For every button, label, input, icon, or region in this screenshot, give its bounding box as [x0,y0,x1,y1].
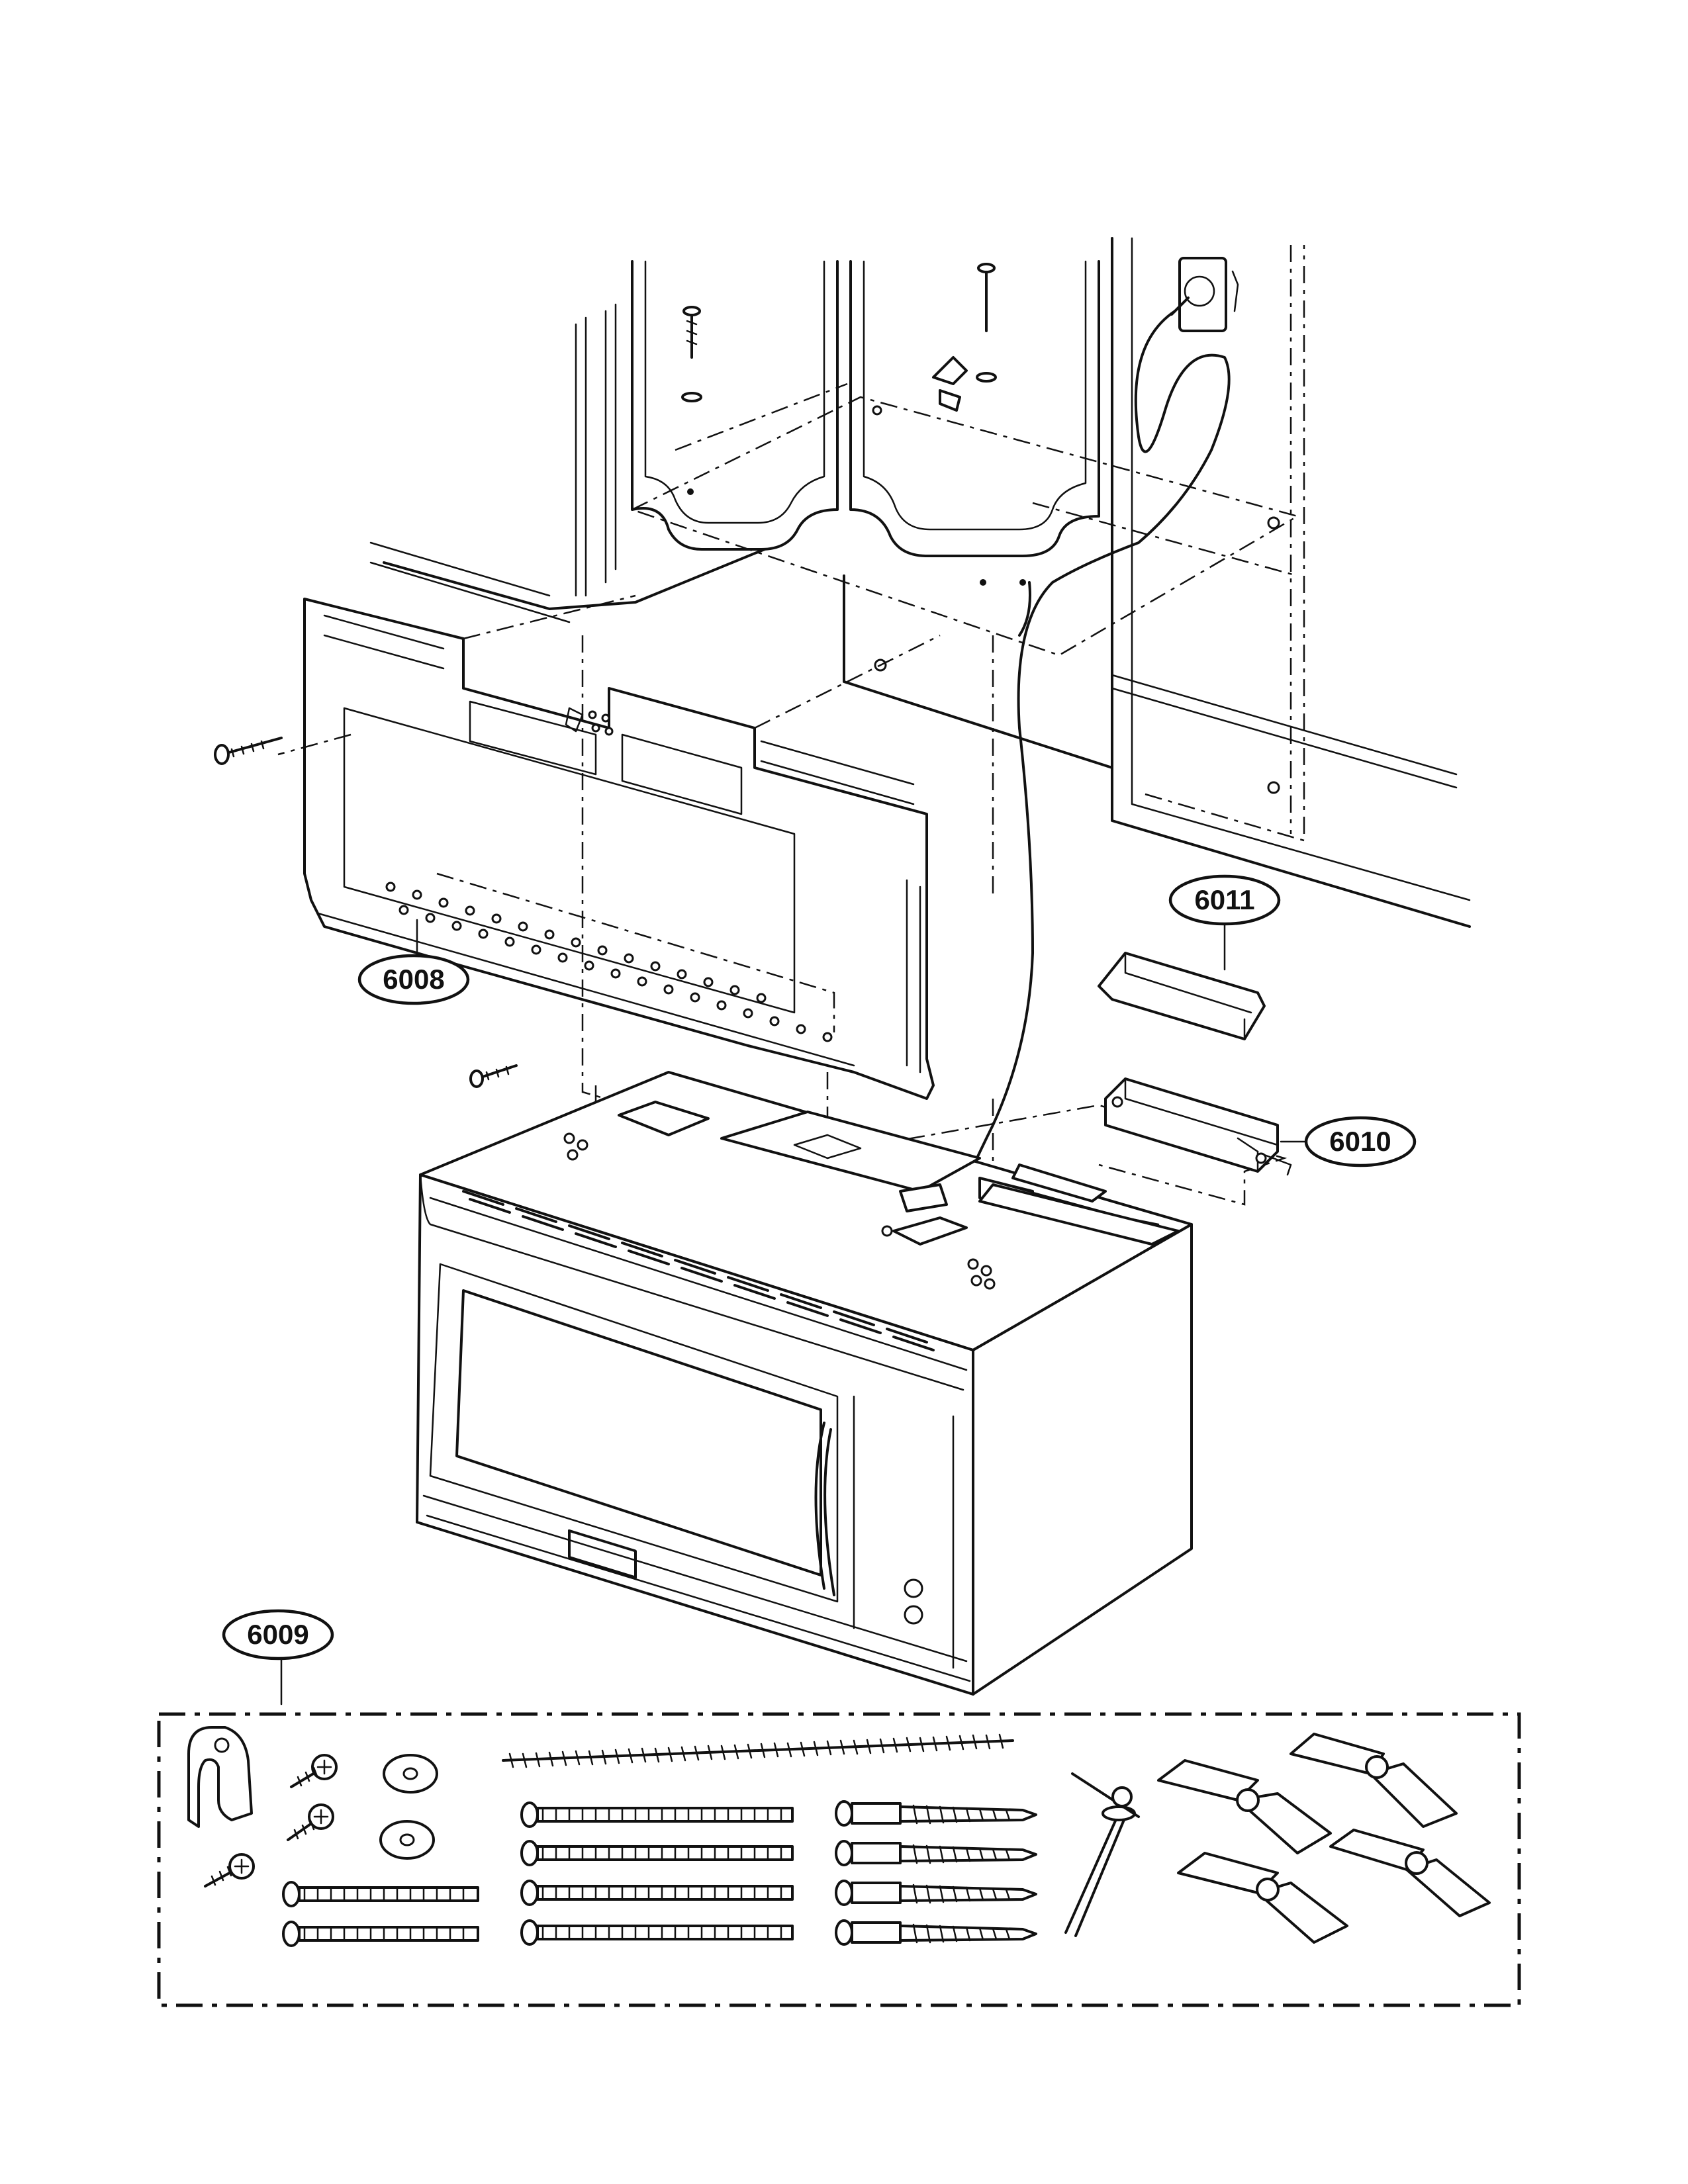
washer-icon [379,1820,435,1860]
power-cord [952,310,1231,1212]
callout-6009: 6009 [222,1609,334,1706]
bolt-icon [520,1801,794,1828]
top-screw-left [681,306,702,402]
bolt-icon [520,1880,794,1906]
wood-screw-icon [835,1800,1037,1827]
washer-icon [383,1754,438,1794]
bolt-icon [282,1881,479,1907]
bolt-icon [520,1840,794,1866]
hardware-kit [187,1726,1491,1947]
part-6010-box [1104,1077,1292,1176]
callout-6009-label: 6009 [247,1619,308,1650]
wood-screw-icon [835,1919,1037,1946]
vent-slots [462,1190,935,1351]
toggle-wing-top [932,356,968,412]
wing-anchor-icon [1289,1733,1458,1828]
bolt-icon [520,1919,794,1946]
microwave-oven [416,1071,1193,1696]
alignment-lines [277,594,1288,1206]
callout-6008: 6008 [357,919,470,1005]
threaded-rod-icon [502,1733,1014,1768]
plate-hole-grid [385,710,833,1042]
part-6011-cover [1098,952,1266,1040]
top-bolt-right [976,263,997,383]
plate-screw-left [214,737,283,765]
wall-cabinets [369,237,1471,928]
bolt-icon [282,1921,479,1947]
toggle-bolt-icon [1064,1772,1140,1937]
callout-6010: 6010 [1280,1116,1417,1167]
plate-screw-bottom [469,1064,518,1088]
callout-6010-label: 6010 [1329,1126,1391,1157]
wing-anchor-icon [1157,1759,1332,1854]
wing-anchor-icon [1177,1852,1348,1944]
screw-icon [287,1803,334,1841]
wall-outlet [1170,257,1239,332]
callout-6008-label: 6008 [383,964,444,995]
hardware-kit-border [157,1712,1521,2007]
mounting-plate [303,598,935,1100]
callout-6011-label: 6011 [1194,884,1254,915]
cable-clamp-icon [187,1726,253,1828]
callout-6011: 6011 [1168,874,1281,971]
screw-icon [290,1754,338,1788]
wood-screw-icon [835,1840,1037,1866]
screw-icon [204,1853,255,1888]
wood-screw-icon [835,1880,1037,1906]
wing-anchor-icon [1329,1829,1491,1917]
